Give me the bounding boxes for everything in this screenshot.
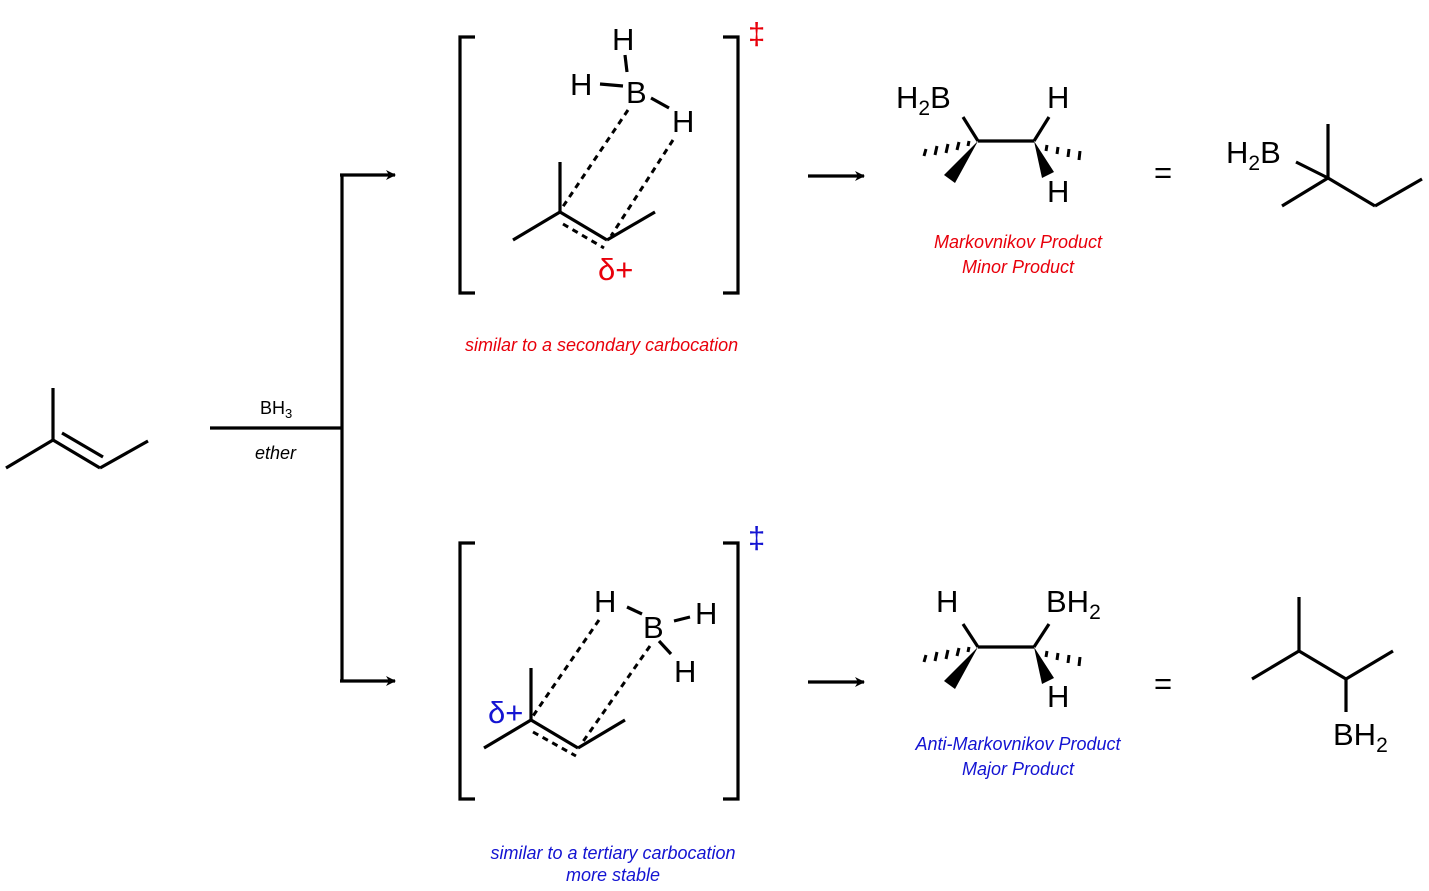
reaction-branch: [210, 170, 396, 686]
top-ts-structure: [512, 54, 675, 250]
reagent-bh3: BH3: [260, 398, 292, 421]
bottom-delta-plus: δ+: [488, 695, 523, 730]
bottom-product-label-2: Major Product: [962, 759, 1075, 779]
top-ts-h-top: H: [612, 22, 634, 57]
top-product-structure: [922, 116, 1082, 183]
bottom-ts-caption-1: similar to a tertiary carbocation: [490, 843, 735, 863]
bottom-ts-boron: B: [643, 610, 664, 645]
top-ts-boron: B: [626, 75, 647, 110]
top-ts-h-left: H: [570, 67, 592, 102]
bottom-skeletal-bh2: BH2: [1333, 717, 1388, 757]
bottom-ts-h-top: H: [594, 584, 616, 619]
top-ts-h-right: H: [672, 104, 694, 139]
bottom-product-label-1: Anti-Markovnikov Product: [914, 734, 1121, 754]
top-equals: =: [1154, 155, 1172, 190]
top-product-label-2: Minor Product: [962, 257, 1075, 277]
starting-alkene: [5, 388, 149, 470]
top-product-label-1: Markovnikov Product: [934, 232, 1103, 252]
bottom-ts-h-bottom: H: [674, 654, 696, 689]
bottom-product-structure: [922, 623, 1082, 689]
top-product-h2b: H2B: [896, 80, 951, 120]
bottom-ts-h-right: H: [695, 596, 717, 631]
top-skeletal-h2b: H2B: [1226, 135, 1281, 175]
bottom-skeletal-product: [1251, 597, 1394, 712]
top-skeletal-product: [1281, 124, 1423, 208]
reagent-solvent: ether: [255, 443, 297, 463]
top-product-h-bottom: H: [1047, 174, 1069, 209]
bottom-product-bh2: BH2: [1046, 584, 1101, 624]
bottom-ts-caption-2: more stable: [566, 865, 660, 885]
top-ts-brackets: [458, 35, 740, 295]
top-ts-caption: similar to a secondary carbocation: [465, 335, 738, 355]
top-product-h-top: H: [1047, 80, 1069, 115]
bottom-ts-brackets: [458, 541, 740, 801]
top-double-dagger: ‡: [748, 16, 765, 51]
bottom-product-h-top: H: [936, 584, 958, 619]
top-delta-plus: δ+: [598, 252, 633, 287]
bottom-equals: =: [1154, 666, 1172, 701]
bottom-double-dagger: ‡: [748, 520, 765, 555]
bottom-product-h-bottom: H: [1047, 679, 1069, 714]
bottom-ts-structure: [483, 605, 691, 758]
